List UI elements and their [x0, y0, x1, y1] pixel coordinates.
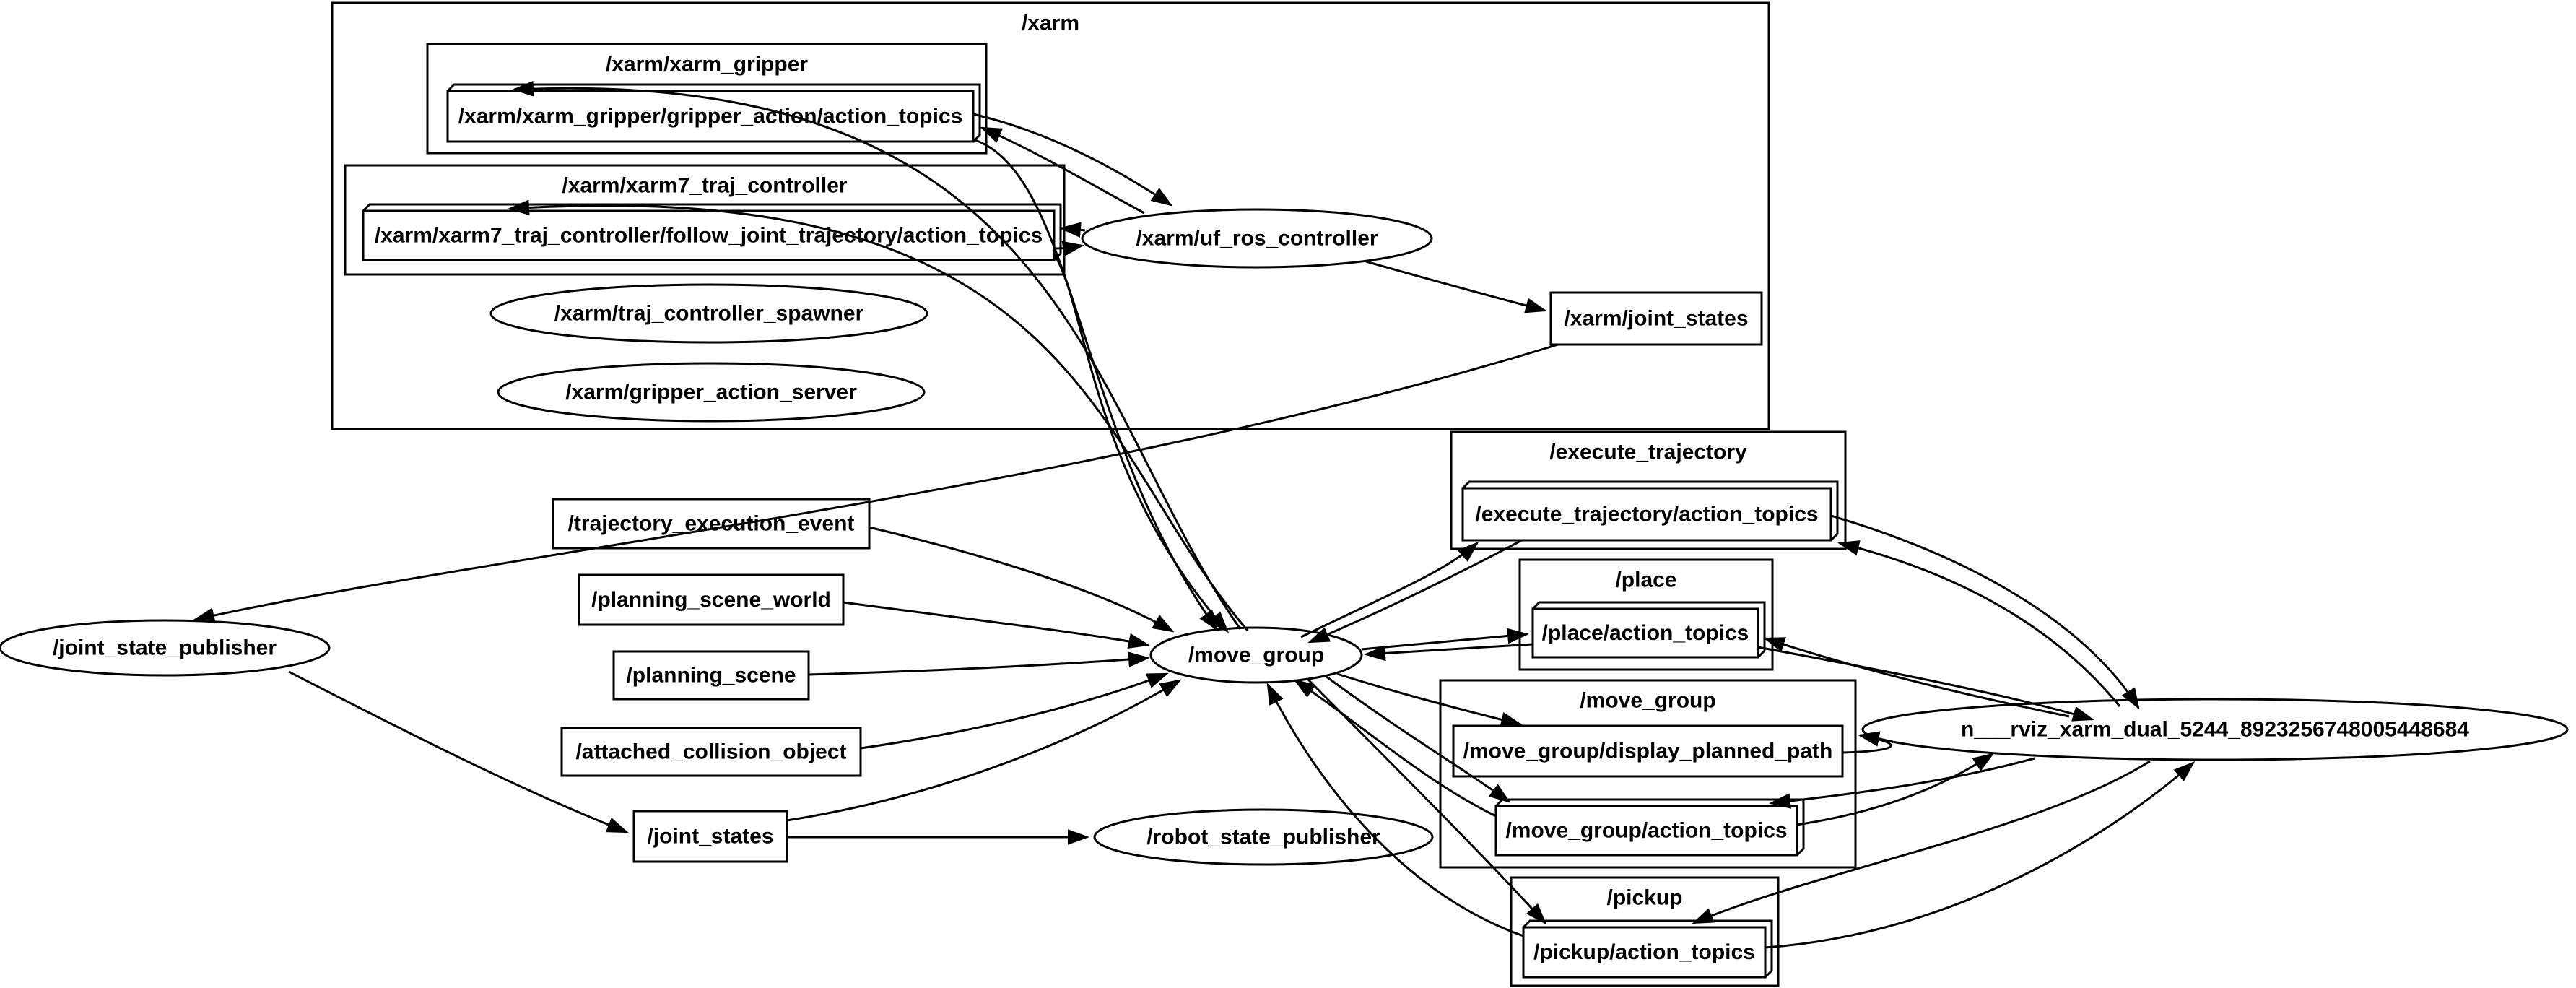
- edge-move_group_action_topics--to--move_group: [1293, 679, 1497, 818]
- edge-pickup_action_topics--to--rviz: [1765, 761, 2196, 949]
- edge-layer: [193, 81, 2196, 949]
- node-label-xarm_uf_ros_controller: /xarm/uf_ros_controller: [1136, 227, 1378, 251]
- node-xarm_uf_ros_controller: [1081, 208, 1433, 269]
- edge-joint_state_publisher--to--joint_states: [288, 670, 629, 833]
- node-label-robot_state_publisher: /robot_state_publisher: [1146, 826, 1380, 849]
- cluster-place: [1518, 558, 1774, 671]
- edge-execute_trajectory_action_topics--to--move_group: [1307, 539, 1523, 644]
- node-xarm_gripper_action_topics: [446, 90, 975, 143]
- edge-joint_states--to--move_group: [786, 679, 1182, 822]
- node-planning_scene: [612, 650, 810, 701]
- edge-rviz--to--place_action_topics: [1763, 637, 2070, 718]
- node-place_action_topics: [1531, 607, 1759, 659]
- edge-pickup_action_topics--to--move_group: [1266, 682, 1524, 937]
- edge-move_group_action_topics--to--rviz: [1796, 753, 1995, 826]
- node-label-execute_trajectory_action_topics: /execute_trajectory/action_topics: [1475, 503, 1818, 526]
- edge-planning_scene--to--move_group: [808, 651, 1150, 676]
- edge-move_group_display_planned_path--to--rviz: [1842, 731, 1892, 754]
- edge-place_action_topics--to--move_group: [1364, 643, 1533, 662]
- node-label-pickup_action_topics: /pickup/action_topics: [1533, 940, 1755, 964]
- node-label-planning_scene_world: /planning_scene_world: [591, 588, 831, 612]
- edge-xarm_joint_states--to--joint_state_publisher: [193, 343, 1559, 623]
- edge-trajectory_execution_event--to--move_group: [869, 526, 1175, 633]
- edge-move_group--to--move_group_action_topics: [1325, 675, 1511, 803]
- node-label-xarm_gripper_action_topics: /xarm/xarm_gripper/gripper_action/action…: [458, 105, 963, 129]
- edge-xarm_follow_jt_action_topics--to--xarm_uf_ros_controller: [1055, 240, 1084, 257]
- edge-rviz--to--move_group_action_topics: [1769, 757, 2035, 809]
- node-move_group_action_topics: [1494, 805, 1798, 857]
- cluster-xarm_gripper: [426, 43, 988, 155]
- node-xarm_gripper_action_server: [497, 362, 926, 422]
- edge-xarm_uf_ros_controller--to--xarm_joint_states: [1365, 260, 1547, 313]
- node-label-move_group_action_topics: /move_group/action_topics: [1505, 819, 1787, 843]
- cluster-layer: /xarm/xarm/xarm_gripper/xarm/xarm7_traj_…: [331, 1, 1857, 987]
- edge-attached_collision_object--to--move_group: [860, 672, 1169, 750]
- node-label-xarm_follow_jt_action_topics: /xarm/xarm7_traj_controller/follow_joint…: [375, 224, 1043, 248]
- cluster-execute_trajectory: [1450, 430, 1847, 550]
- node-attached_collision_object: [560, 727, 862, 777]
- edge-rviz--to--execute_trajectory_action_topics: [1837, 540, 2121, 707]
- edge-xarm_uf_ros_controller--to--xarm_gripper_action_topics: [980, 126, 1145, 214]
- cluster-label-xarm_gripper: /xarm/xarm_gripper: [606, 53, 808, 77]
- node-robot_state_publisher: [1093, 808, 1434, 866]
- edge-rviz--to--pickup_action_topics: [1692, 760, 2151, 924]
- node-pickup_action_topics: [1522, 926, 1767, 979]
- cluster-label-pickup: /pickup: [1606, 886, 1682, 910]
- node-joint_state_publisher: [0, 619, 331, 677]
- cluster-xarm7_traj_controller: [344, 164, 1066, 276]
- node-label-joint_state_publisher: /joint_state_publisher: [53, 636, 277, 660]
- node-xarm_joint_states: [1549, 291, 1763, 346]
- cluster-xarm: [331, 1, 1770, 430]
- edge-move_group--to--xarm_gripper_action_topics: [512, 81, 1242, 630]
- node-xarm_traj_controller_spawner: [489, 283, 928, 344]
- node-label-attached_collision_object: /attached_collision_object: [575, 740, 846, 764]
- node-move_group_display_planned_path: [1452, 724, 1844, 778]
- node-label-xarm_gripper_action_server: /xarm/gripper_action_server: [565, 381, 857, 404]
- node-label-xarm_traj_controller_spawner: /xarm/traj_controller_spawner: [554, 302, 864, 326]
- node-label-planning_scene: /planning_scene: [626, 664, 796, 688]
- node-rviz: [1861, 698, 2569, 761]
- edge-xarm_follow_jt_action_topics--to--move_group: [1053, 254, 1229, 633]
- edge-xarm_uf_ros_controller--to--xarm_follow_jt_action_topics: [1059, 222, 1086, 238]
- cluster-label-place: /place: [1615, 568, 1676, 592]
- edge-move_group--to--move_group_display_planned_path: [1336, 672, 1523, 727]
- node-trajectory_execution_event: [552, 498, 871, 550]
- edge-place_action_topics--to--rviz: [1757, 646, 2094, 722]
- edge-move_group--to--pickup_action_topics: [1307, 678, 1547, 925]
- edge-move_group--to--execute_trajectory_action_topics: [1300, 542, 1479, 638]
- node-xarm_follow_jt_action_topics: [362, 209, 1056, 261]
- cluster-label-xarm7_traj_controller: /xarm/xarm7_traj_controller: [562, 174, 848, 198]
- edge-planning_scene_world--to--move_group: [843, 601, 1150, 649]
- cluster-label-execute_trajectory: /execute_trajectory: [1549, 441, 1747, 464]
- cluster-move_group_ns: [1439, 679, 1857, 869]
- cluster-label-move_group_ns: /move_group: [1580, 689, 1715, 713]
- node-label-rviz: n___rviz_xarm_dual_5244_8923256748005448…: [1961, 718, 2469, 742]
- node-label-joint_states: /joint_states: [647, 825, 773, 849]
- edge-execute_trajectory_action_topics--to--rviz: [1830, 514, 2140, 710]
- node-execute_trajectory_action_topics: [1461, 487, 1832, 542]
- node-label-xarm_joint_states: /xarm/joint_states: [1564, 307, 1748, 331]
- edge-move_group--to--xarm_follow_jt_action_topics: [508, 199, 1249, 631]
- cluster-label-xarm: /xarm: [1022, 12, 1079, 35]
- node-label-move_group_display_planned_path: /move_group/display_planned_path: [1463, 740, 1833, 763]
- node-label-place_action_topics: /place/action_topics: [1542, 621, 1749, 645]
- node-label-trajectory_execution_event: /trajectory_execution_event: [568, 512, 855, 536]
- node-layer: /xarm/xarm_gripper/gripper_action/action…: [0, 83, 2569, 979]
- node-label-move_group: /move_group: [1188, 644, 1324, 667]
- edge-xarm_gripper_action_topics--to--xarm_uf_ros_controller: [972, 113, 1173, 207]
- node-planning_scene_world: [578, 573, 845, 626]
- edge-move_group--to--place_action_topics: [1361, 628, 1529, 651]
- edge-xarm_gripper_action_topics--to--move_group: [972, 138, 1219, 632]
